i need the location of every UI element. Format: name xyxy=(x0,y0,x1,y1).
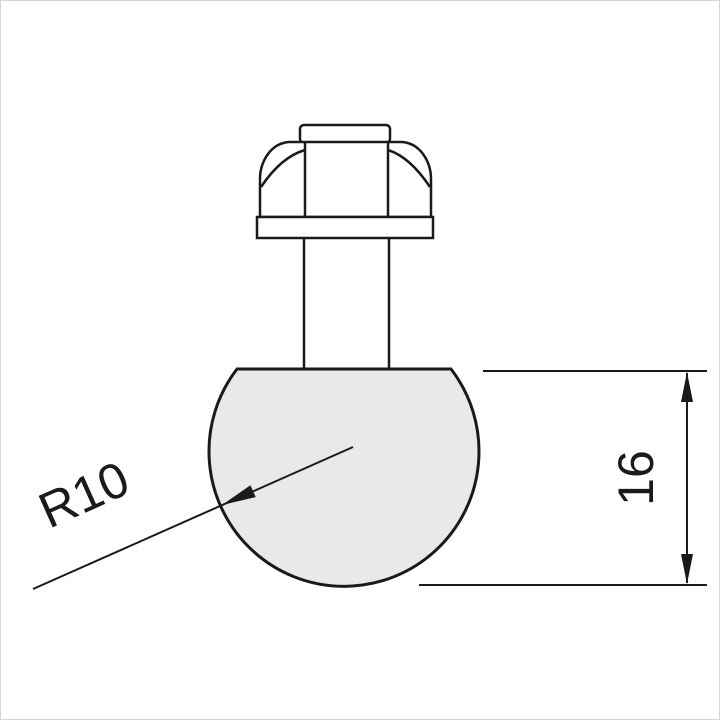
ball-end-shape xyxy=(207,367,481,588)
shank xyxy=(302,238,391,370)
hex-facet-arc-right xyxy=(387,148,432,188)
dimension-arrow-up-icon xyxy=(681,372,693,402)
height-dimension-label: 16 xyxy=(608,450,664,506)
hex-facet-arc-left xyxy=(259,148,306,188)
washer xyxy=(255,215,435,240)
head-top-cap xyxy=(298,123,392,145)
height-dimension: 16 xyxy=(419,370,707,586)
dimension-arrow-down-icon xyxy=(681,554,693,584)
hex-head-outline xyxy=(258,140,433,219)
radius-leader-line xyxy=(32,446,354,590)
radius-arrowhead-icon xyxy=(222,485,256,505)
radius-dimension-label: R10 xyxy=(31,450,138,539)
hex-head-facets xyxy=(259,142,432,217)
